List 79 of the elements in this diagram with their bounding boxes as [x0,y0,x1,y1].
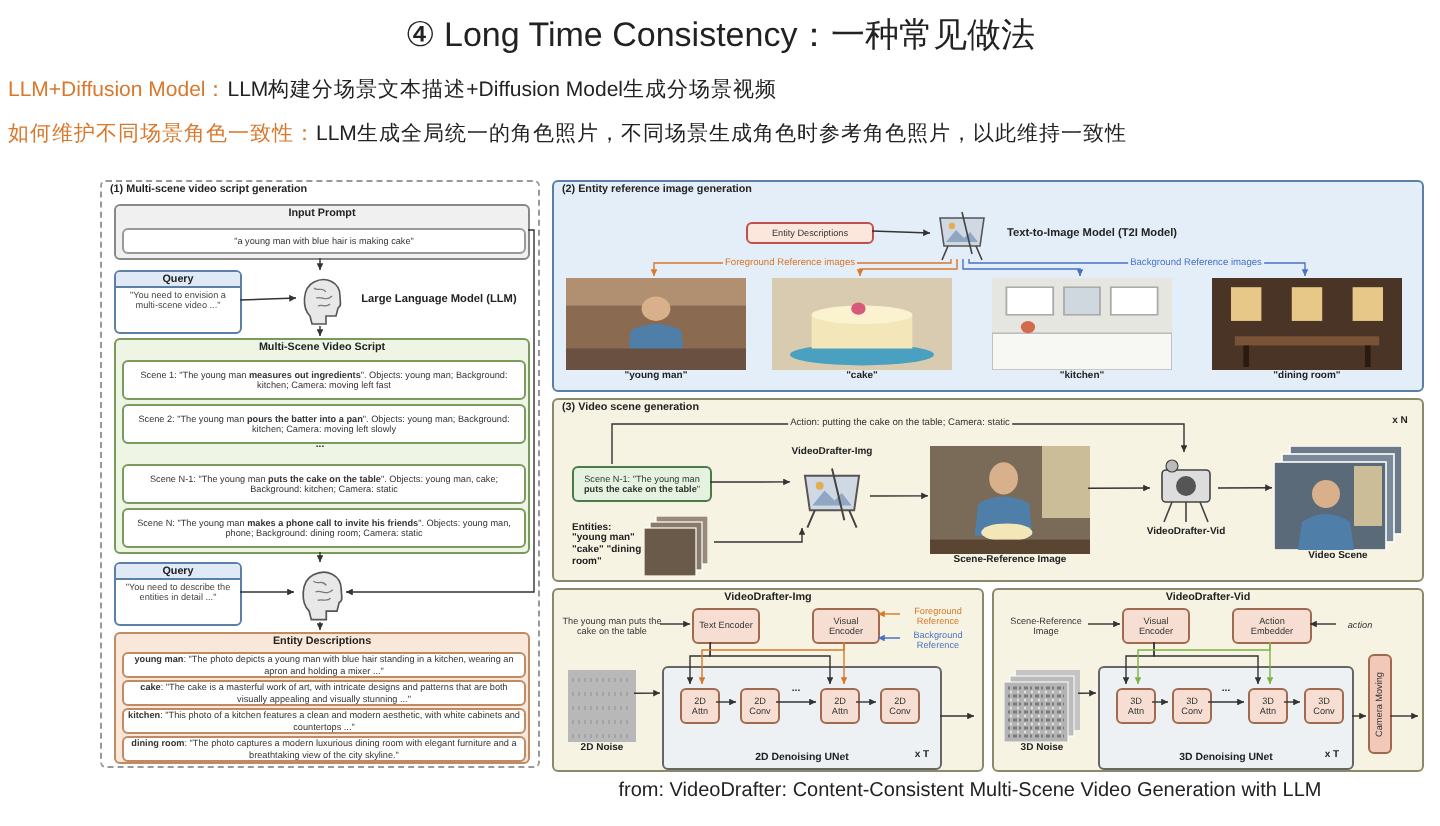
arrow [633,689,661,697]
arrow [650,258,952,277]
section-panel [114,338,530,554]
process-box [812,608,880,644]
arrow [939,712,975,720]
arrow [877,610,901,618]
process-box [122,736,526,762]
arrow [962,258,1084,277]
arrow [840,641,848,685]
arrow [1077,689,1097,697]
query-box [114,270,242,334]
arrow [1087,620,1121,628]
process-box [740,688,780,724]
source-caption: from: VideoDrafter: Content-Consistent Multi-Scene Video Generation with LLM [616,780,1324,802]
slide-title: ④ Long Time Consistency：一种常见做法 [402,14,1038,58]
arrow [345,229,535,596]
arrow [1389,712,1419,720]
process-box [880,688,920,724]
arrow [871,229,931,237]
arrow [1351,712,1367,720]
section-panel [552,180,1424,392]
arrow [709,478,791,486]
section-panel [114,204,530,260]
arrow [1217,484,1273,492]
arrow [1087,484,1151,492]
arrow [1151,698,1169,706]
process-box [820,688,860,724]
body-text: LLM构建分场景文本描述+Diffusion Model生成分场景视频 [227,78,777,102]
unet-block [662,666,942,770]
section-panel [552,588,984,772]
process-box [1116,688,1156,724]
unet-block [1098,666,1354,770]
process-box [1248,688,1288,724]
arrow [316,621,324,631]
process-box [122,680,526,706]
arrow [239,294,297,302]
process-box [1232,608,1312,644]
highlight-text: 如何维护不同场景角色一致性： [8,122,316,146]
process-box [122,404,526,444]
process-box [1172,688,1212,724]
process-box [122,508,526,548]
arrow [316,325,324,337]
process-box [746,222,874,244]
arrow [1309,620,1337,628]
section-panel [992,588,1424,772]
body-text: LLM生成全局统一的角色照片，不同场景生成角色时参考角色照片，以此维持一致性 [316,122,1127,146]
arrow [316,551,324,563]
process-box [572,466,712,502]
arrow [611,423,1188,465]
arrow [855,698,877,706]
process-box [692,608,760,644]
process-box [680,688,720,724]
arrow [715,698,737,706]
process-box [1122,608,1190,644]
arrow [869,492,929,500]
arrow [713,527,806,543]
process-box [1304,688,1344,724]
arrow [1283,698,1301,706]
process-box [122,708,526,734]
query-box [114,562,242,626]
process-box [122,652,526,678]
process-box [122,464,526,504]
process-box [1368,654,1392,754]
section-panel [114,632,530,764]
arrow [856,258,958,277]
process-box [122,360,526,400]
arrow [877,634,901,642]
highlight-text: LLM+Diffusion Model： [8,78,228,102]
arrow [316,257,324,271]
arrow [1207,698,1245,706]
section-panel [552,398,1424,582]
arrow [1266,641,1274,685]
arrow [1153,641,1262,685]
section-panel [100,180,540,768]
arrow [239,588,295,596]
arrow [968,258,1309,277]
arrow [775,698,817,706]
process-box [122,228,526,254]
arrow [659,620,691,628]
